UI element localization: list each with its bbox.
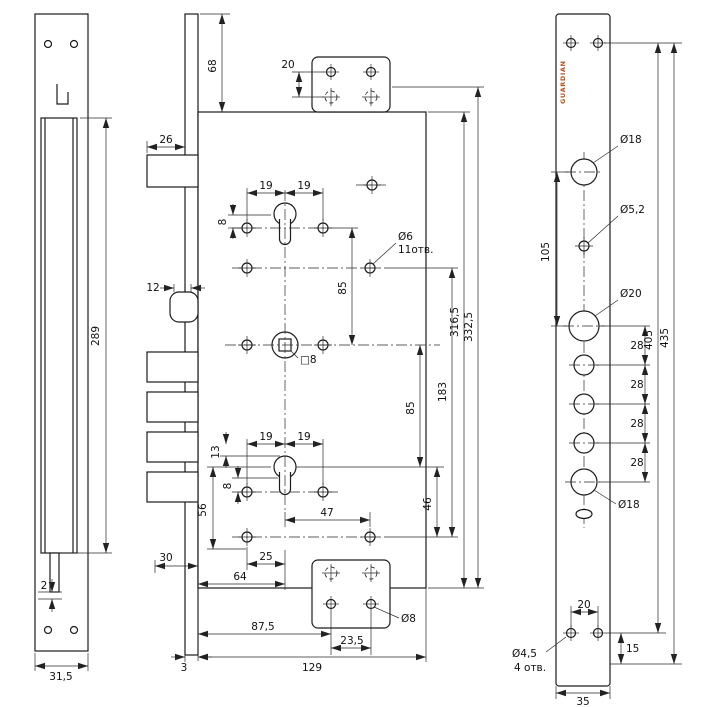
deadbolt-top: [146, 154, 199, 188]
dim-316-5-label: 316,5: [449, 307, 461, 337]
dim-435-label: 435: [659, 328, 671, 348]
dim-20-label: 20: [281, 59, 294, 71]
note-dia6-label: Ø6: [398, 231, 413, 243]
left-view: 289 2 31,5: [34, 13, 112, 683]
dim-129-label: 129: [302, 662, 322, 674]
note-dia4-5-label: Ø4,5: [512, 648, 537, 660]
latch-bolt: [169, 291, 199, 323]
dim-2-label: 2: [41, 580, 48, 592]
mounting-bracket-bottom: [311, 559, 391, 629]
deadbolt: [146, 431, 199, 463]
dim-28-3-label: 28: [630, 418, 643, 430]
dim-405-label: 405: [643, 330, 655, 350]
note-dia5-2-label: Ø5,2: [620, 204, 645, 216]
middle-dimensions: 26 68 20 19 19 8 Ø6 11отв: [146, 13, 484, 674]
dim-289-label: 289: [90, 326, 102, 346]
right-dimensions: 105 Ø18 Ø5,2 Ø20 Ø18 28 28 28 28: [512, 42, 682, 707]
screw-hole: [43, 39, 53, 49]
dim-332-5-label: 332,5: [463, 312, 475, 342]
faceplate-front-outline: [555, 13, 611, 687]
dim-19-left-top-label: 19: [259, 180, 272, 192]
dim-3-label: 3: [181, 662, 188, 674]
note-dia18-top-label: Ø18: [620, 134, 642, 146]
slot-hole: [575, 508, 593, 520]
dim-105-label: 105: [540, 242, 552, 262]
brand-logo-text: GUARDIAN: [559, 60, 567, 104]
dim-64-label: 64: [233, 571, 247, 583]
dim-56-label: 56: [197, 503, 209, 517]
square-8-label: □8: [300, 354, 317, 366]
dim-23-5-label: 23,5: [340, 635, 363, 647]
faceplate-edge: [184, 13, 199, 656]
dim-28-4-label: 28: [630, 457, 643, 469]
screw-hole: [69, 625, 79, 635]
dim-28-1-label: 28: [630, 340, 643, 352]
dim-28-2-label: 28: [630, 379, 643, 391]
dim-87-5-label: 87,5: [251, 621, 274, 633]
centerlines: [225, 184, 440, 538]
dim-183-label: 183: [437, 382, 449, 402]
dim-15-label: 15: [626, 643, 639, 655]
dim-8-top-label: 8: [217, 219, 229, 226]
spring-hook-profile: [56, 84, 69, 105]
deadbolt: [146, 471, 199, 503]
dim-30-label: 30: [159, 552, 172, 564]
dim-26-label: 26: [159, 134, 173, 146]
right-view: GUARDIAN 105 Ø18 Ø5,2 Ø20: [512, 13, 682, 707]
deadbolt: [146, 391, 199, 423]
dim-31-5-label: 31,5: [49, 671, 72, 683]
dim-35-label: 35: [576, 696, 589, 707]
dim-12-label: 12: [146, 282, 159, 294]
middle-view: 26 68 20 19 19 8 Ø6 11отв: [146, 13, 484, 674]
note-4holes-label: 4 отв.: [514, 662, 546, 674]
dim-19-right-top-label: 19: [297, 180, 310, 192]
lock-body-profile: [40, 117, 78, 554]
dim-46-label: 46: [422, 497, 434, 511]
dim-25-label: 25: [259, 551, 272, 563]
note-dia18-bottom-label: Ø18: [618, 499, 640, 511]
dim-8-bottom-label: 8: [222, 483, 234, 490]
lock-case-outline: [197, 111, 427, 589]
note-dia20-label: Ø20: [620, 288, 642, 300]
note-11holes-label: 11отв.: [398, 244, 433, 256]
deadbolt: [146, 351, 199, 383]
mounting-bracket-top: [311, 56, 391, 113]
dim-47-label: 47: [320, 507, 333, 519]
dim-85-upper-label: 85: [337, 281, 349, 294]
dim-19-right-bottom-label: 19: [297, 431, 310, 443]
note-dia8-label: Ø8: [401, 613, 416, 625]
screw-hole: [43, 625, 53, 635]
dim-19-left-bottom-label: 19: [259, 431, 272, 443]
body-foot-profile: [49, 552, 60, 593]
dim-13-label: 13: [210, 445, 222, 458]
dim-20-holes-label: 20: [577, 599, 590, 611]
dim-68-label: 68: [207, 59, 219, 72]
screw-hole: [69, 39, 79, 49]
dim-85-lower-label: 85: [405, 401, 417, 414]
